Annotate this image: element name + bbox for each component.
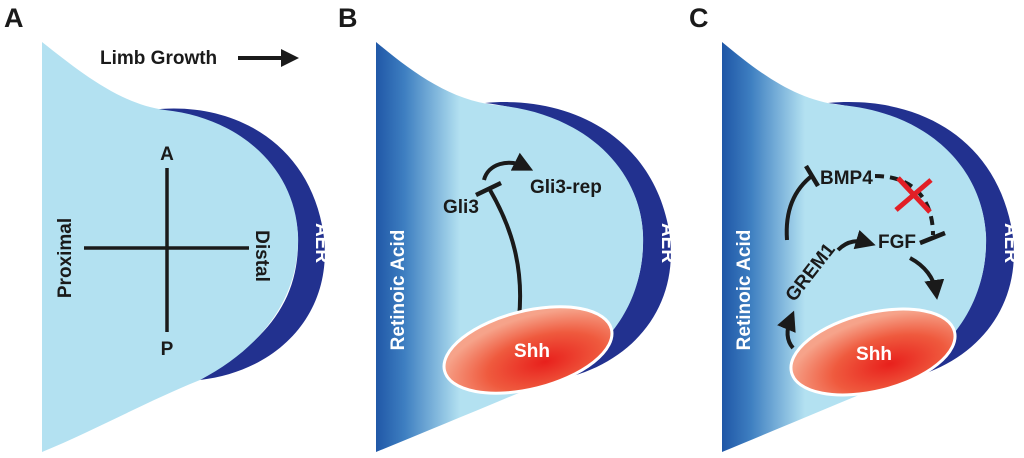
panel-b-shh-label: Shh bbox=[514, 341, 550, 362]
panel-a-letter: A bbox=[4, 3, 24, 33]
panel-b-shh-zone bbox=[442, 305, 614, 395]
fgf-label: FGF bbox=[878, 232, 916, 253]
fgf-activates-shh bbox=[909, 256, 945, 300]
grem1-inhibits-bmp4 bbox=[784, 173, 815, 241]
gli3-label: Gli3 bbox=[443, 197, 479, 218]
grem1-activates-fgf bbox=[836, 229, 876, 252]
bmp4-fgf-inhibition-bar bbox=[919, 230, 946, 246]
limb-growth-label: Limb Growth bbox=[100, 48, 217, 69]
panel-a: A Limb Growth A P Proximal Distal AER bbox=[4, 3, 332, 452]
proximal-label: Proximal bbox=[55, 218, 76, 298]
panel-a-aer-label: AER bbox=[311, 223, 332, 263]
panel-c-aer-label: AER bbox=[1000, 223, 1021, 263]
gli3-rep-label: Gli3-rep bbox=[530, 177, 602, 198]
panel-b: B Retinoic Acid AER Gli3 Gli3-rep Shh bbox=[338, 3, 678, 452]
panel-c-letter: C bbox=[689, 3, 709, 33]
panel-b-letter: B bbox=[338, 3, 358, 33]
blocked-cross-icon bbox=[894, 176, 933, 214]
panel-b-aer-label: AER bbox=[657, 223, 678, 263]
gli3-processing-arrow bbox=[482, 152, 534, 181]
panel-c-shh-zone bbox=[789, 307, 957, 397]
panel-b-retinoic-acid-label: Retinoic Acid bbox=[388, 230, 409, 351]
panel-c-retinoic-acid-label: Retinoic Acid bbox=[734, 230, 755, 351]
shh-inhibits-gli3-processing bbox=[488, 188, 523, 319]
panel-a-aer bbox=[150, 108, 325, 380]
limb-growth-arrow bbox=[238, 49, 299, 67]
inhibition-bar bbox=[475, 180, 502, 198]
panel-c-shh-label: Shh bbox=[856, 344, 892, 365]
distal-label: Distal bbox=[251, 230, 272, 282]
grem1-bmp4-inhibition-bar bbox=[804, 164, 820, 188]
panel-c: C Retinoic Acid AER BMP4 FGF GREM1 Shh bbox=[689, 3, 1021, 452]
anterior-label: A bbox=[160, 144, 174, 165]
shh-activates-grem1 bbox=[777, 310, 796, 350]
posterior-label: P bbox=[161, 339, 174, 360]
bmp4-label: BMP4 bbox=[820, 168, 873, 189]
